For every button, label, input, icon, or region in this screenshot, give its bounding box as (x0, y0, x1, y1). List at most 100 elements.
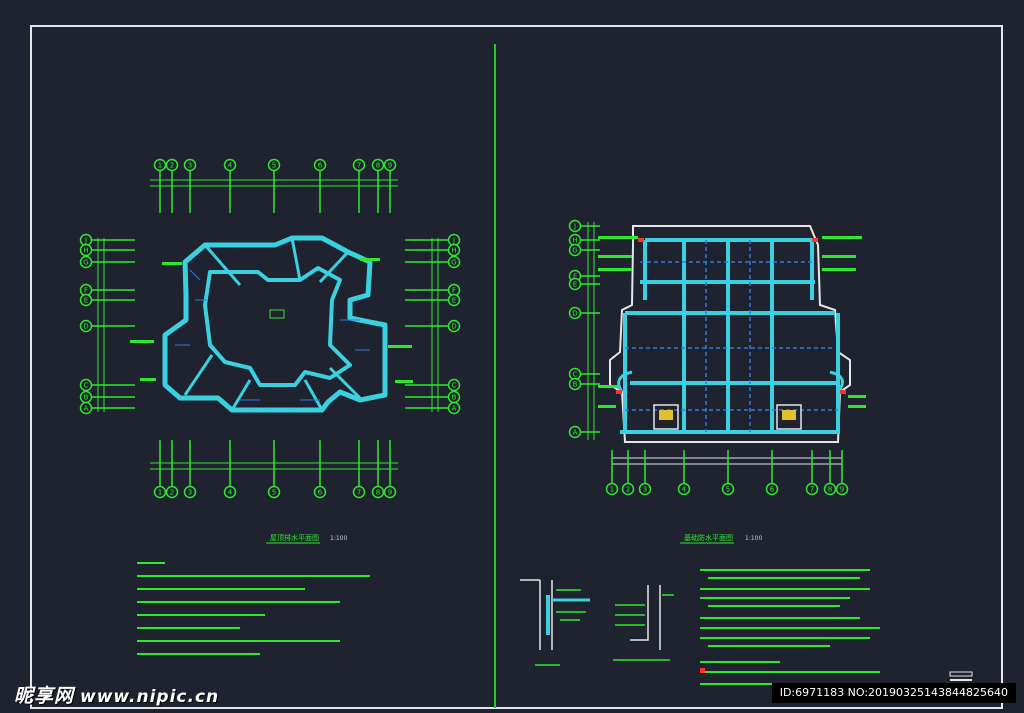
detail-section-1 (520, 579, 590, 666)
axis-bubble-bottom-3-label: 3 (188, 489, 192, 497)
axis-bubble-left-r-F-label: F (573, 273, 577, 281)
left-plan-title: 屋顶排水平面图 (270, 533, 319, 542)
axis-bubble-bottom-r-2-label: 2 (626, 486, 630, 494)
axis-bubble-bottom-r-6 (765, 482, 779, 496)
axis-bubble-bottom-r-4 (677, 482, 691, 496)
axis-bubble-right-H-label: H (451, 247, 456, 255)
axis-bubble-bottom-r-7 (805, 482, 819, 496)
axis-bubble-bottom-8 (371, 485, 385, 499)
axis-bubble-left-E-label: E (84, 297, 88, 305)
axis-bubble-bottom-2 (165, 485, 179, 499)
axis-bubble-right-H (447, 243, 461, 257)
foundation-grid (620, 238, 840, 434)
axis-bubble-bottom-7-label: 7 (357, 489, 361, 497)
axis-bubble-left-D (79, 319, 93, 333)
axis-bubble-left-C-label: C (84, 382, 89, 390)
left-plan-scale: 1:100 (330, 535, 347, 542)
watermark-site: www.nipic.cn (80, 687, 220, 707)
axis-bubble-left-E (79, 293, 93, 307)
axis-bubble-bottom-4-label: 4 (228, 489, 233, 497)
axis-bubble-left-r-J (568, 219, 582, 233)
axis-bubble-bottom-r-1 (605, 482, 619, 496)
axis-bubble-left-B-label: B (84, 394, 89, 402)
right-annotations (598, 236, 866, 408)
axis-bubble-bottom-r-6-label: 6 (770, 486, 775, 494)
axis-bubble-top-7 (352, 158, 366, 172)
axis-bubble-bottom-r-4-label: 4 (682, 486, 687, 494)
axis-bubble-left-r-J-label: J (573, 223, 576, 231)
axis-bubble-left-A (79, 401, 93, 415)
axis-bubble-top-6-label: 6 (318, 162, 323, 170)
title-block-mark (949, 671, 973, 677)
roof-detail-hatch (175, 269, 370, 401)
roof-inner-courtyard (203, 266, 352, 387)
axis-bubble-bottom-1 (153, 485, 167, 499)
right-plan-scale: 1:100 (745, 535, 762, 542)
axis-bubble-top-5-label: 5 (272, 162, 276, 170)
axis-bubble-bottom-r-8 (823, 482, 837, 496)
axis-bubble-top-3-label: 3 (188, 162, 192, 170)
axis-bubble-bottom-2-label: 2 (170, 489, 174, 497)
axis-bubble-bottom-r-7-label: 7 (810, 486, 814, 494)
axis-bubble-top-9 (383, 158, 397, 172)
axis-bubble-right-E-label: E (452, 297, 456, 305)
axis-bubble-top-3 (183, 158, 197, 172)
drawing-frame (30, 25, 1003, 709)
axis-bubble-bottom-r-3 (638, 482, 652, 496)
axis-bubble-left-r-B-label: B (573, 381, 578, 389)
axis-bubble-bottom-6 (313, 485, 327, 499)
axis-bubble-bottom-r-3-label: 3 (643, 486, 647, 494)
axis-bubble-left-F-label: F (84, 287, 88, 295)
axis-bubble-right-G-label: G (451, 259, 456, 267)
roof-annotations (130, 258, 413, 383)
axis-bubble-top-9-label: 9 (388, 162, 392, 170)
axis-bubble-right-D-label: D (451, 323, 456, 331)
axis-bubble-top-4 (223, 158, 237, 172)
axis-bubble-top-7-label: 7 (357, 162, 361, 170)
axis-bubble-top-1 (153, 158, 167, 172)
axis-bubble-right-C-label: C (452, 382, 457, 390)
axis-bubble-right-D (447, 319, 461, 333)
axis-bubble-top-2 (165, 158, 179, 172)
axis-bubble-top-8-label: 8 (376, 162, 380, 170)
axis-bubble-left-G-label: G (83, 259, 88, 267)
axis-bubble-bottom-7 (352, 485, 366, 499)
axis-bubble-right-E (447, 293, 461, 307)
axis-bubble-left-J-label: J (84, 237, 87, 245)
right-notes (700, 569, 880, 685)
image-id-bar: ID:6971183 NO:20190325143844825640 (771, 683, 1016, 703)
axis-bubble-left-r-A (568, 425, 582, 439)
axis-bubble-left-C (79, 378, 93, 392)
axis-bubble-top-8 (371, 158, 385, 172)
axis-bubble-bottom-5 (267, 485, 281, 499)
axis-bubble-bottom-9 (383, 485, 397, 499)
axis-bubble-bottom-3 (183, 485, 197, 499)
axis-bubble-left-r-E (568, 277, 582, 291)
axis-bubble-bottom-8-label: 8 (376, 489, 380, 497)
foundation-outline (609, 225, 851, 443)
left-notes (137, 562, 370, 655)
axis-bubble-left-r-D (568, 306, 582, 320)
axis-bubble-left-r-D-label: D (572, 310, 577, 318)
axis-bubble-left-r-G-label: G (572, 247, 577, 255)
red-markers (616, 238, 846, 394)
axis-bubble-top-1-label: 1 (158, 162, 162, 170)
axis-bubble-bottom-r-2 (621, 482, 635, 496)
axis-bubble-left-D-label: D (83, 323, 88, 331)
axis-bubble-right-A (447, 401, 461, 415)
axis-bubble-right-G (447, 255, 461, 269)
axis-bubble-left-r-G (568, 243, 582, 257)
axis-bubble-bottom-r-5 (721, 482, 735, 496)
roof-outline (162, 235, 388, 413)
axis-bubble-left-r-E-label: E (573, 281, 577, 289)
axis-bubble-left-r-A-label: A (573, 429, 578, 437)
pit-left (653, 404, 679, 430)
axis-bubble-bottom-5-label: 5 (272, 489, 276, 497)
axis-bubble-left-H-label: H (83, 247, 88, 255)
axis-bubble-top-5 (267, 158, 281, 172)
axis-bubble-bottom-4 (223, 485, 237, 499)
